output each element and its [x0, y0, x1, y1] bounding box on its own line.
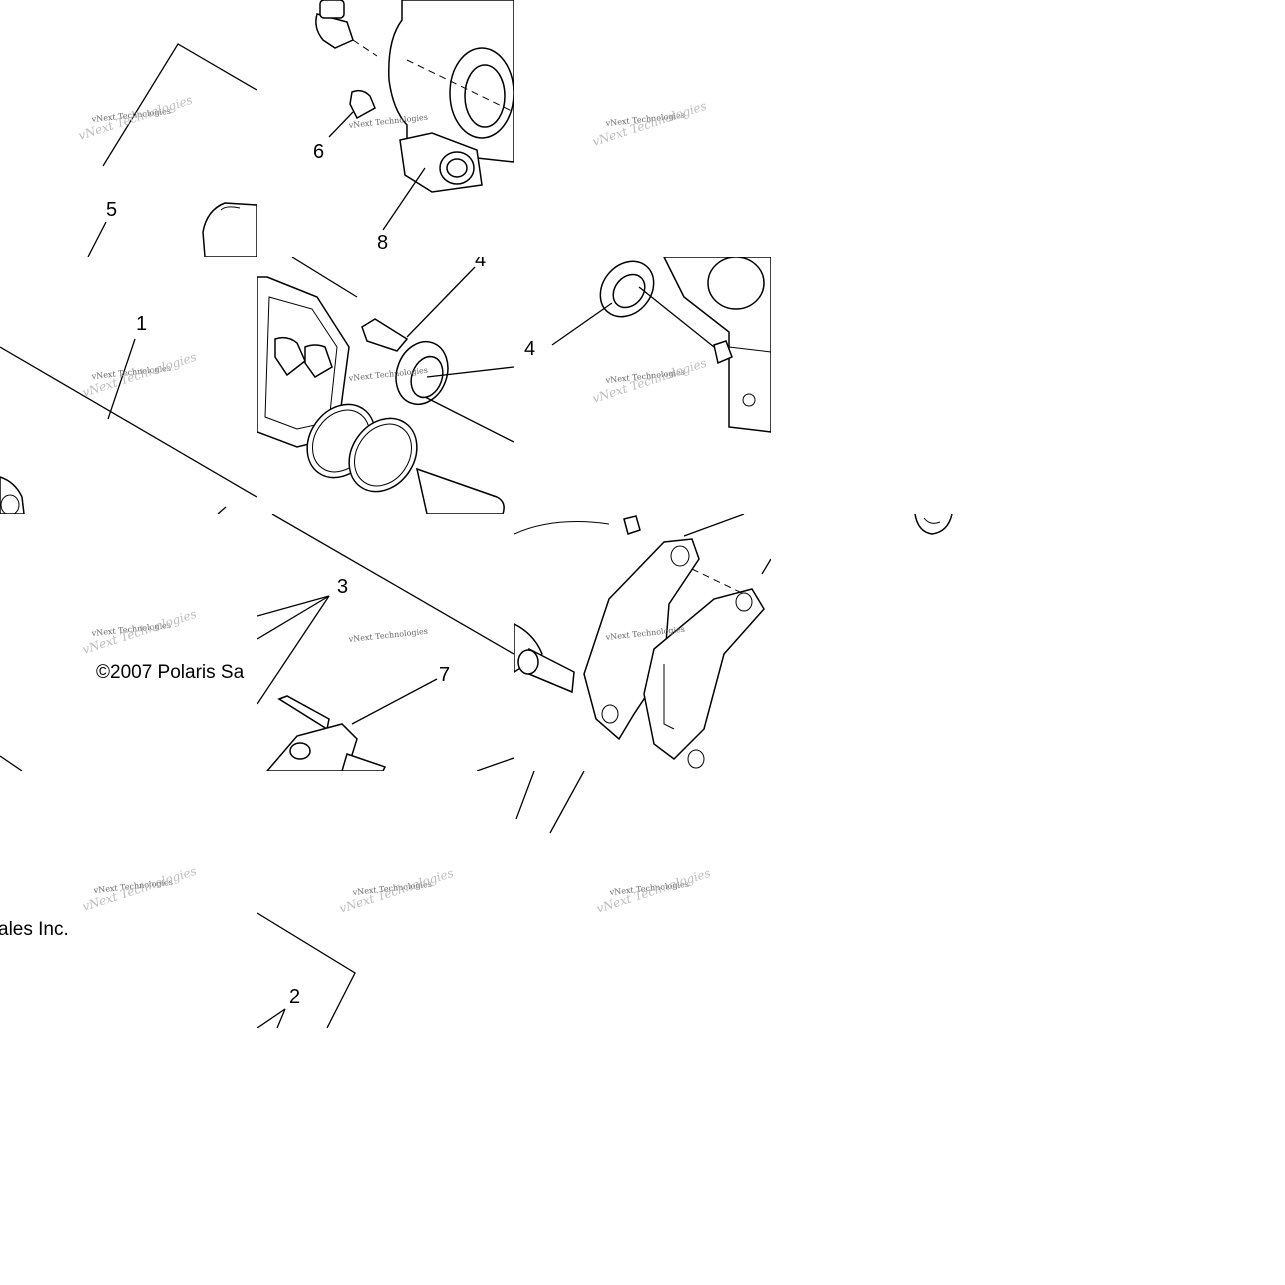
diagram-tile: ales Inc. vNext Technologies vNext Techn…: [0, 771, 257, 1028]
diagram-tile: ©2007 Polaris Sa vNext Technologies vNex…: [0, 514, 257, 771]
copyright-left: ©2007 Polaris Sa: [96, 662, 245, 683]
copyright-right: ales Inc.: [0, 919, 69, 940]
callout-7: 7: [439, 664, 450, 686]
callout-4b: 4: [524, 338, 535, 360]
watermark: vNext Technologies: [347, 627, 428, 644]
callout-8: 8: [377, 232, 388, 254]
callout-4: 4: [475, 257, 486, 271]
diagram-tile: 1 vNext Technologies vNext Technologies: [0, 257, 257, 514]
diagram-tile: [900, 514, 960, 538]
diagram-tile: 4 vNext Technologies: [257, 257, 514, 514]
callout-2: 2: [289, 986, 300, 1008]
diagram-tile: 3 7 vNext Technologies: [257, 514, 514, 771]
callout-6: 6: [313, 141, 324, 163]
callout-5: 5: [106, 199, 117, 221]
diagram-tile: 4 vNext Technologies vNext Technologies: [514, 257, 771, 514]
diagram-tile: vNext Technologies: [514, 514, 771, 771]
diagram-tile: 6 8 vNext Technologies: [257, 0, 514, 257]
callout-1: 1: [136, 313, 147, 335]
callout-3: 3: [337, 576, 348, 598]
diagram-tile: vNext Technologies vNext Technologies: [514, 0, 771, 257]
diagram-tile: vNext Technologies vNext Technologies: [514, 771, 771, 1028]
diagram-tile: 5 vNext Technologies vNext Technologies: [0, 0, 257, 257]
diagram-tile: 2 vNext Technologies vNext Technologies: [257, 771, 514, 1028]
